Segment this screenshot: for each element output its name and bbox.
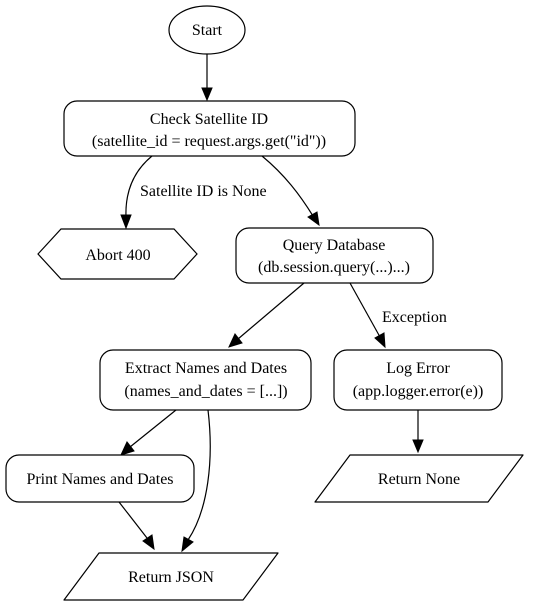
node-log-error-shape	[333, 349, 503, 411]
node-extract-names-dates-title: Extract Names and Dates	[125, 360, 287, 377]
arrowhead	[142, 534, 155, 551]
node-return-json: Return JSON	[63, 552, 279, 601]
node-abort-400-label: Abort 400	[85, 247, 150, 264]
node-log-error: Log Error (app.logger.error(e))	[333, 349, 503, 411]
node-abort-400: Abort 400	[37, 228, 198, 280]
node-return-json-label: Return JSON	[128, 569, 214, 586]
arrowhead	[201, 87, 213, 102]
arrowhead	[120, 441, 135, 456]
node-check-satellite-id-code: (satellite_id = request.args.get("id"))	[92, 133, 326, 150]
node-extract-names-dates-code: (names_and_dates = [...])	[124, 383, 287, 400]
edge-query-to-extract	[237, 282, 305, 340]
node-start-label: Start	[192, 22, 223, 39]
node-query-database-title: Query Database	[283, 237, 386, 254]
node-return-none-label: Return None	[378, 471, 460, 488]
edge-query-to-log	[349, 282, 381, 338]
edges	[118, 54, 424, 553]
arrowhead	[307, 211, 320, 227]
arrowhead	[412, 439, 424, 454]
node-query-database-code: (db.session.query(...)...)	[258, 259, 410, 276]
node-return-json-shape	[63, 552, 279, 601]
node-print-names-dates-shape	[5, 454, 195, 503]
arrowhead	[120, 214, 132, 230]
arrowhead	[374, 332, 386, 349]
edge-extract-to-return-json	[187, 409, 211, 541]
node-extract-names-dates-shape	[99, 349, 312, 411]
arrowhead	[181, 536, 194, 553]
edge-check-to-query	[261, 155, 314, 217]
node-check-satellite-id-title: Check Satellite ID	[150, 111, 268, 128]
edge-extract-to-print	[129, 409, 177, 448]
node-return-none-shape	[314, 454, 524, 503]
node-start: Start	[168, 5, 246, 55]
edge-label-satellite-none: Satellite ID is None	[140, 183, 267, 200]
node-log-error-title: Log Error	[386, 360, 450, 377]
node-query-database-shape	[235, 227, 434, 284]
node-check-satellite-id-shape	[63, 100, 356, 157]
edge-print-to-return-json	[118, 501, 148, 539]
edge-check-to-abort	[125, 155, 153, 218]
node-query-database: Query Database (db.session.query(...)...…	[235, 227, 434, 284]
node-check-satellite-id: Check Satellite ID (satellite_id = reque…	[63, 100, 356, 157]
arrowhead	[228, 333, 243, 348]
node-return-none: Return None	[314, 454, 524, 503]
node-abort-400-shape	[37, 228, 198, 280]
node-start-shape	[168, 5, 246, 55]
node-print-names-dates: Print Names and Dates	[5, 454, 195, 503]
edge-label-exception: Exception	[382, 309, 447, 326]
node-print-names-dates-label: Print Names and Dates	[26, 471, 173, 488]
node-log-error-code: (app.logger.error(e))	[353, 383, 484, 400]
node-extract-names-dates: Extract Names and Dates (names_and_dates…	[99, 349, 312, 411]
